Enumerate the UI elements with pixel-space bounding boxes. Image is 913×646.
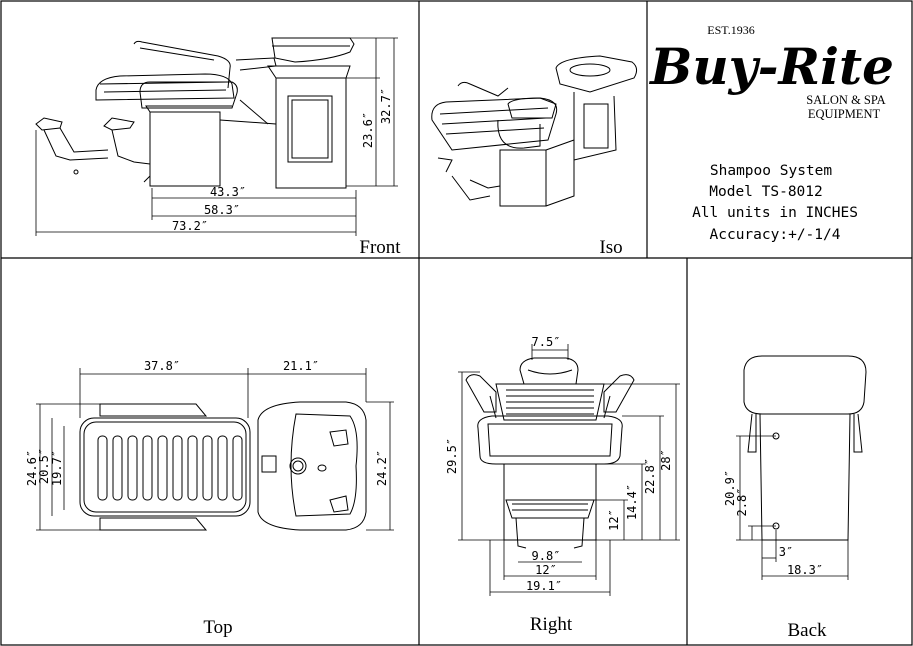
right-dims bbox=[458, 344, 680, 596]
right-armrest-left bbox=[465, 374, 497, 413]
top-dim-width-outer: 24.6″ bbox=[25, 450, 39, 486]
top-dim-width-inner: 19.7″ bbox=[50, 450, 64, 486]
iso-view-label: Iso bbox=[599, 237, 622, 258]
spec-line-4: Accuracy:+/-1/4 bbox=[710, 227, 841, 243]
top-dim-width-mid: 20.5″ bbox=[37, 448, 51, 484]
front-dim-height-basin: 23.6″ bbox=[361, 112, 375, 148]
back-dims bbox=[736, 435, 849, 580]
front-view-label: Front bbox=[359, 237, 401, 258]
logo-brand: Buy-Rite bbox=[648, 37, 894, 96]
front-dim-mid: 58.3″ bbox=[204, 203, 240, 217]
spec-line-1: Shampoo System bbox=[710, 163, 832, 179]
front-chair-back bbox=[95, 73, 235, 101]
back-dim-connector: 2.8″ bbox=[735, 488, 749, 517]
top-view-label: Top bbox=[203, 617, 232, 638]
right-chair-back bbox=[495, 383, 605, 421]
logo-tagline-2: EQUIPMENT bbox=[808, 107, 881, 121]
right-view: 7.5″ 29.5″ 28″ 22.8″ 14.4″ 12″ 9.8″ 12″ … bbox=[445, 335, 680, 635]
right-view-label: Right bbox=[530, 614, 573, 635]
back-headrest bbox=[743, 355, 867, 415]
right-cabinet bbox=[503, 463, 597, 541]
front-basin-cabinet bbox=[275, 77, 347, 189]
front-dim-base: 43.3″ bbox=[210, 185, 246, 199]
back-dim-height: 20.9″ bbox=[723, 470, 737, 506]
top-dim-bowl-length: 21.1″ bbox=[283, 359, 319, 373]
right-armrest-right bbox=[603, 374, 635, 413]
front-view: 43.3″ 58.3″ 73.2″ 23.6″ 32.7″ Front bbox=[35, 37, 401, 258]
iso-armrest bbox=[457, 81, 509, 97]
back-dim-offset: 3″ bbox=[779, 545, 793, 559]
logo-established: EST.1936 bbox=[707, 23, 754, 37]
top-dims bbox=[36, 368, 394, 531]
back-view: 20.9″ 2.8″ 3″ 18.3″ Back bbox=[723, 355, 867, 641]
right-dim-base-width: 12″ bbox=[535, 563, 557, 577]
front-dims bbox=[35, 37, 398, 236]
right-dim-height-total: 29.5″ bbox=[445, 438, 459, 474]
right-dim-height-foot: 12″ bbox=[607, 509, 621, 531]
spec-block: Shampoo System Model TS-8012 All units i… bbox=[692, 163, 858, 243]
iso-basin-bowl bbox=[555, 55, 638, 93]
top-seat-ribs bbox=[97, 435, 243, 501]
front-dim-height-total: 32.7″ bbox=[379, 88, 393, 124]
right-seat bbox=[477, 415, 623, 465]
top-dim-chair-length: 37.8″ bbox=[144, 359, 180, 373]
top-armrest-lower bbox=[99, 517, 208, 531]
front-armrest bbox=[133, 40, 231, 89]
right-dim-foot-width: 9.8″ bbox=[532, 549, 561, 563]
right-footrest bbox=[505, 499, 595, 519]
brand-logo: EST.1936 Buy-Rite SALON & SPA EQUIPMENT bbox=[648, 23, 894, 121]
right-dim-height-chair: 28″ bbox=[659, 449, 673, 471]
top-view: 37.8″ 21.1″ 24.6″ 20.5″ 19.7″ 24.2″ Top bbox=[25, 359, 394, 638]
front-chair-base bbox=[149, 111, 221, 187]
front-basin-bowl bbox=[271, 37, 355, 63]
top-armrest-upper bbox=[99, 403, 208, 417]
right-dim-height-seat: 22.8″ bbox=[643, 458, 657, 494]
right-dim-neck: 7.5″ bbox=[532, 335, 561, 349]
logo-tagline-1: SALON & SPA bbox=[806, 93, 885, 107]
iso-view bbox=[431, 55, 638, 207]
back-cabinet bbox=[759, 413, 851, 541]
spec-line-3: All units in INCHES bbox=[692, 205, 858, 221]
top-dim-bowl-width: 24.2″ bbox=[375, 450, 389, 486]
front-leg-rest bbox=[35, 117, 63, 131]
right-dim-height-cabinet: 14.4″ bbox=[625, 484, 639, 520]
back-dim-width: 18.3″ bbox=[787, 563, 823, 577]
top-basin-bowl bbox=[257, 401, 367, 531]
right-headrest bbox=[519, 357, 579, 385]
spec-line-2: Model TS-8012 bbox=[709, 184, 823, 200]
right-dim-total-width: 19.1″ bbox=[526, 579, 562, 593]
top-chair-seat bbox=[79, 417, 251, 517]
back-view-label: Back bbox=[787, 620, 827, 641]
front-dim-overall: 73.2″ bbox=[172, 219, 208, 233]
